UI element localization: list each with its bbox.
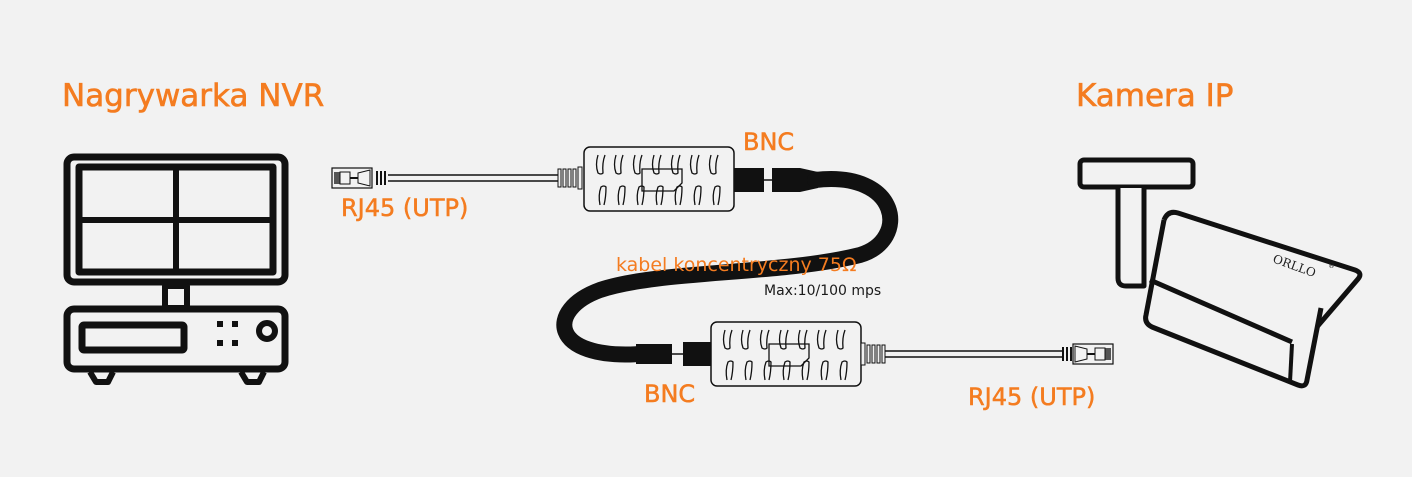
ip-camera-icon — [1077, 157, 1363, 389]
utp-cable-right — [885, 350, 1062, 358]
nvr-recorder-icon — [63, 153, 289, 385]
bnc-connector-bottom — [636, 342, 711, 366]
balun-icon-bottom — [710, 321, 862, 387]
nvr-title: Nagrywarka NVR — [62, 78, 325, 115]
left-rj45-label: RJ45 (UTP) — [341, 194, 469, 223]
bnc-connector-top — [734, 168, 818, 192]
rj45-plug-icon — [331, 167, 386, 189]
bottom-bnc-label: BNC — [644, 380, 696, 409]
top-bnc-label: BNC — [743, 128, 795, 157]
coax-cable — [556, 171, 899, 363]
rj45-plug-icon-right — [1062, 343, 1114, 365]
right-rj45-label: RJ45 (UTP) — [968, 383, 1096, 412]
strain-relief — [557, 166, 583, 190]
coax-cable-label: kabel koncentryczny 75Ω — [616, 254, 857, 276]
balun-icon-top — [583, 146, 735, 212]
camera-title: Kamera IP — [1076, 78, 1234, 115]
strain-relief-right — [860, 342, 886, 366]
utp-cable-left — [388, 174, 560, 182]
registered-mark: ® — [1328, 262, 1335, 270]
coax-speed-label: Max:10/100 mps — [764, 283, 882, 299]
